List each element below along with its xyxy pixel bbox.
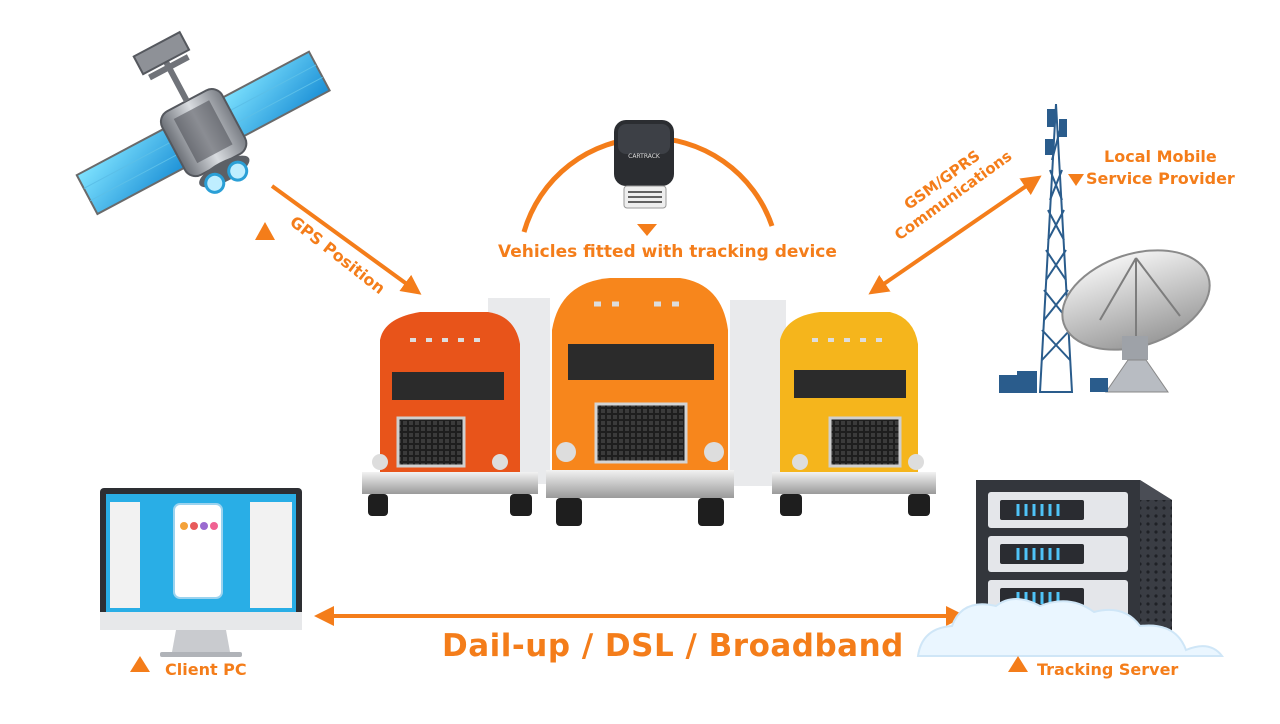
local-provider-line2: Service Provider [1086,169,1235,188]
client-pc-label: Client PC [165,660,247,679]
tower-down-arrow [1068,174,1084,186]
gsm-arrow [868,175,1042,295]
tracking-server-arrow [1008,656,1028,672]
client-pc-arrow [130,656,150,672]
truck-center [546,278,734,526]
gps-arrow [270,184,422,295]
tracking-server-label: Tracking Server [1037,660,1179,679]
monitor-icon [100,488,302,657]
network-label: Dail-up / DSL / Broadband [442,628,904,664]
server-rack-icon [976,480,1172,650]
device-down-arrow [637,224,657,236]
tracker-device-icon: CARTRACK [614,120,674,209]
satellite-icon [75,30,331,216]
device-brand: CARTRACK [628,153,661,160]
cloud-icon [916,598,1225,657]
vehicles-label: Vehicles fitted with tracking device [498,242,837,262]
truck-left [362,298,550,516]
cell-tower-icon [999,103,1074,393]
satellite-up-arrow [255,222,275,240]
satellite-dish-icon [1061,249,1211,393]
truck-right [730,300,936,516]
local-provider-label: Local Mobile Service Provider [1086,146,1235,190]
local-provider-line1: Local Mobile [1104,147,1217,166]
